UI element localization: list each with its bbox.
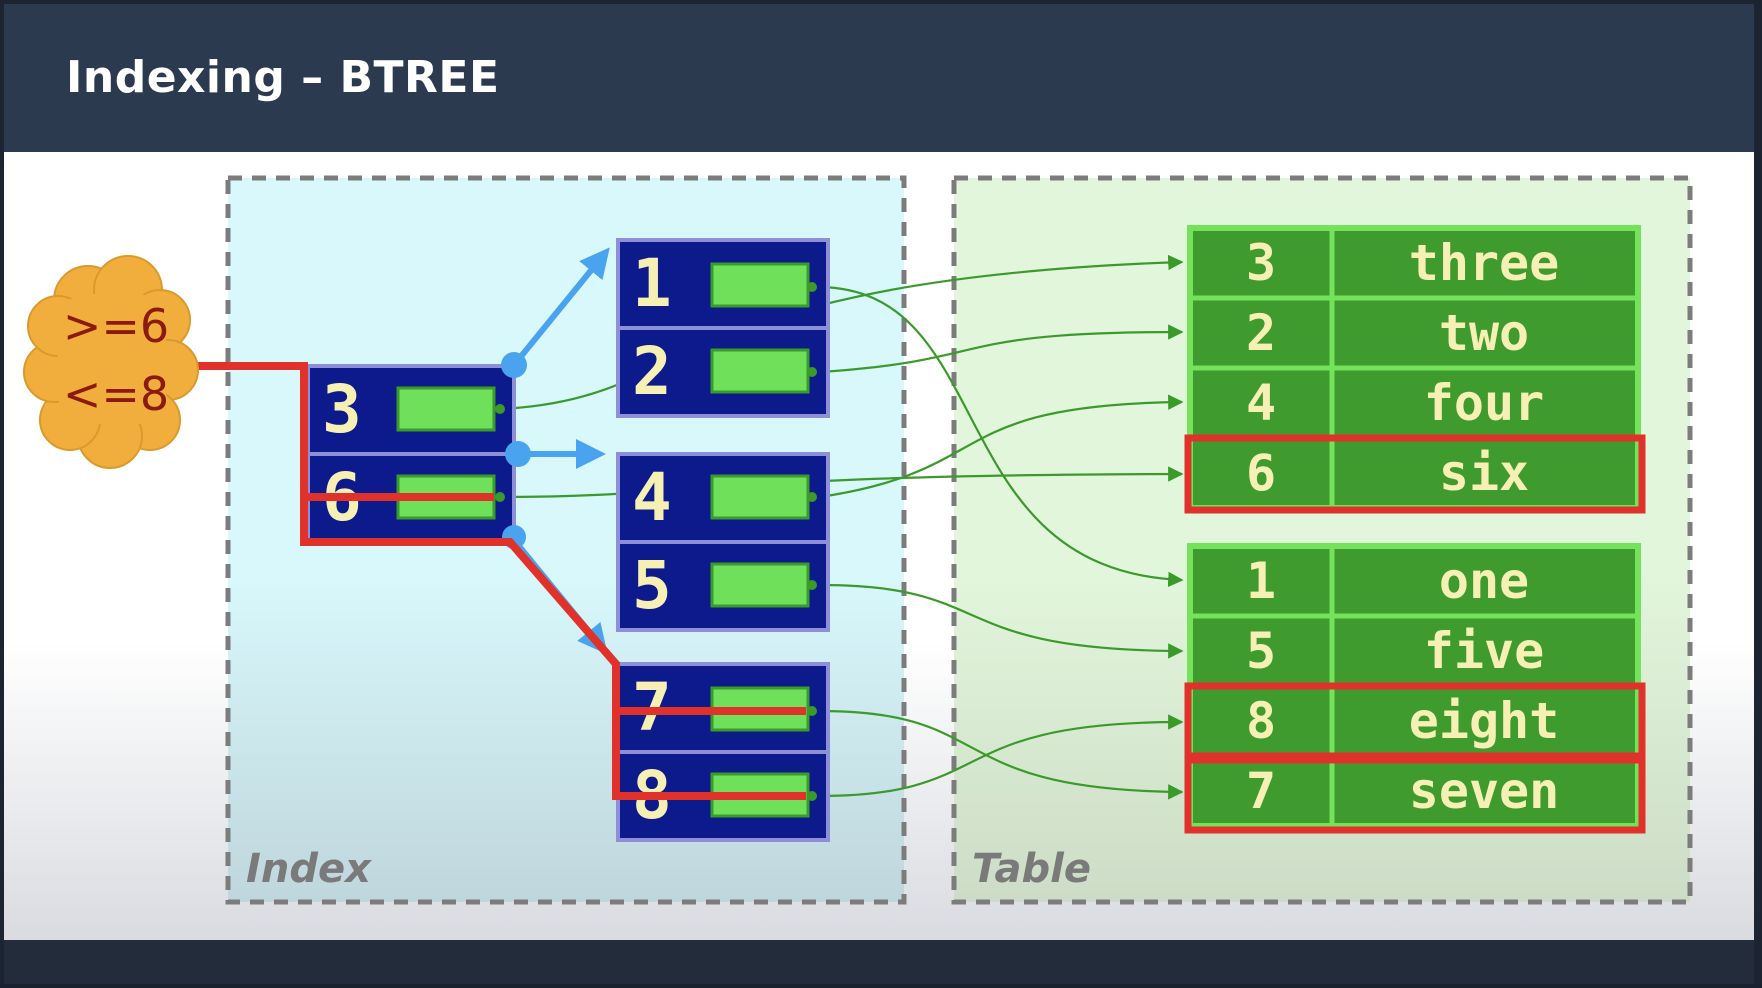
table-row-six-key: 6 [1246, 444, 1276, 502]
table-row-three-value: three [1409, 234, 1560, 292]
query-cloud: >=6 <=8 [23, 255, 199, 469]
link-leaf-4-to-row-four [819, 394, 1184, 499]
table-row-one-key: 1 [1246, 552, 1276, 610]
footer-bar [4, 940, 1754, 984]
table-row-four-value: four [1424, 374, 1544, 432]
table-row-two-key: 2 [1246, 304, 1276, 362]
highlight-row-eight [1184, 682, 1646, 760]
edge-root-to-leaf-1 [511, 247, 610, 367]
leaf-2-key-2: 5 [632, 547, 672, 624]
table-row-one-value: one [1439, 552, 1529, 610]
leaf-2-key-1: 4 [632, 459, 672, 536]
table-row-six-value: six [1439, 444, 1529, 502]
table-row-seven-value: seven [1409, 762, 1560, 820]
index-leaf-node-1: 1 2 [616, 238, 830, 418]
table-row-two-value: two [1439, 304, 1529, 362]
tree-edge-dots [501, 352, 531, 549]
index-root-node: 3 6 [306, 364, 516, 544]
table-row-five-key: 5 [1246, 622, 1276, 680]
query-line-1: >=6 [63, 299, 169, 353]
root-pointer-1 [396, 386, 496, 432]
table-row-five-value: five [1424, 622, 1544, 680]
link-leaf-5-to-row-five [819, 583, 1184, 659]
link-leaf-1-to-row-one [819, 285, 1184, 588]
table-page-1: 3 three 2 two 4 four 6 six [1187, 225, 1641, 511]
index-leaf-node-2: 4 5 [616, 452, 830, 632]
slide-title: Indexing – BTREE [66, 52, 500, 103]
search-path-main [190, 362, 806, 800]
leaf-2-pointer-2 [710, 562, 810, 608]
table-row-seven-key: 7 [1246, 762, 1276, 820]
row-pointer-links [499, 254, 1184, 800]
header-bar [4, 4, 1754, 152]
index-leaf-node-3: 7 8 [616, 662, 830, 842]
leaf-1-pointer-1 [710, 262, 810, 308]
highlighted-rows [1184, 434, 1646, 834]
link-leaf-8-to-row-eight [819, 714, 1184, 798]
link-leaf-2-to-row-two [819, 324, 1184, 374]
table-row-eight-key: 8 [1246, 692, 1276, 750]
leaf-1-key-1: 1 [632, 245, 672, 322]
highlight-row-seven [1184, 756, 1646, 834]
leaf-1-pointer-2 [710, 348, 810, 394]
highlight-row-six [1184, 434, 1646, 514]
leaf-1-key-2: 2 [632, 333, 672, 410]
query-line-2: <=8 [63, 367, 169, 421]
table-panel-label: Table [972, 846, 1091, 892]
search-path [190, 362, 806, 800]
root-key-1: 3 [322, 371, 362, 448]
link-leaf-7-to-row-seven [819, 709, 1184, 800]
leaf-2-pointer-1 [710, 474, 810, 520]
index-panel-label: Index [246, 846, 372, 892]
pointer-dots [495, 282, 817, 801]
table-row-eight-value: eight [1409, 692, 1560, 750]
table-row-three-key: 3 [1246, 234, 1276, 292]
table-row-four-key: 4 [1246, 374, 1276, 432]
